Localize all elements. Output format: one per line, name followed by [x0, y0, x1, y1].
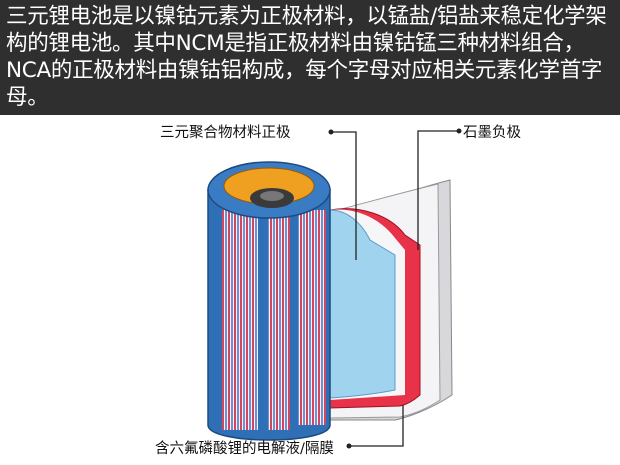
electrode-roll-right: [298, 210, 326, 425]
leader-line-anode: [417, 130, 458, 250]
leader-line-cathode: [333, 131, 357, 260]
electrode-roll-mid: [268, 210, 290, 430]
label-electrolyte: 含六氟磷酸锂的电解液/隔膜: [155, 441, 334, 457]
leader-line-electrolyte: [350, 405, 404, 447]
label-cathode: 三元聚合物材料正极: [160, 125, 291, 141]
label-anode: 石墨负极: [463, 125, 521, 141]
battery-diagram: [207, 128, 462, 449]
cathode-layer: [329, 209, 396, 399]
description-text: 三元锂电池是以镍钴元素为正极材料，以锰盐/铝盐来稳定化学架构的锂电池。其中NCM…: [6, 4, 607, 110]
electrode-roll-left: [222, 210, 258, 430]
description-banner: 三元锂电池是以镍钴元素为正极材料，以锰盐/铝盐来稳定化学架构的锂电池。其中NCM…: [0, 0, 620, 115]
